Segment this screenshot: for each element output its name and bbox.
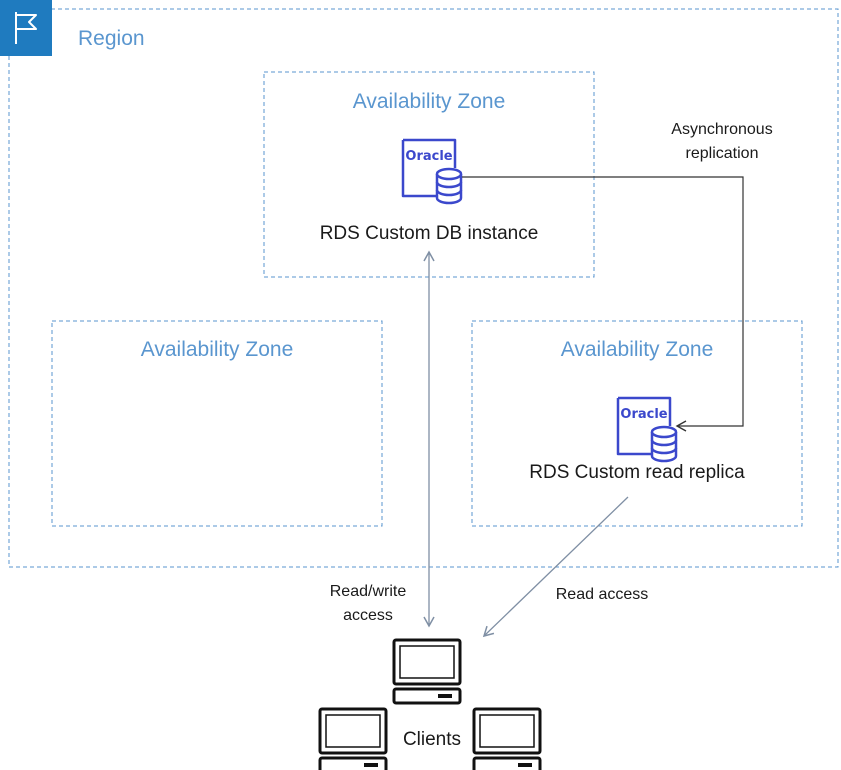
read-write-label-line1: Read/write <box>330 583 407 600</box>
oracle-database-icon: Oracle <box>401 138 463 205</box>
database-cylinder-icon <box>650 425 678 463</box>
region-label: Region <box>78 27 145 50</box>
replica-instance-label: RDS Custom read replica <box>529 462 745 483</box>
oracle-badge: Oracle <box>405 149 452 164</box>
computer-icon <box>392 638 462 705</box>
availability-zone-primary: Availability Zone <box>263 71 595 278</box>
computer-icon <box>318 707 388 770</box>
read-write-label-line2: access <box>343 607 393 624</box>
replication-arrow <box>462 176 744 432</box>
oracle-badge: Oracle <box>620 407 667 422</box>
zone-label: Availability Zone <box>141 338 294 361</box>
replication-label-line1: Asynchronous <box>671 121 772 138</box>
replication-label-line2: replication <box>686 145 759 162</box>
zone-label: Availability Zone <box>561 338 714 361</box>
oracle-database-icon: Oracle <box>616 396 678 463</box>
zone-border <box>471 320 803 527</box>
read-access-label: Read access <box>556 586 649 603</box>
database-cylinder-icon <box>435 167 463 205</box>
zone-label: Availability Zone <box>353 90 506 113</box>
availability-zone-replica: Availability Zone <box>471 320 803 527</box>
region-flag-icon <box>0 0 52 56</box>
computer-icon <box>472 707 542 770</box>
availability-zone-left: Availability Zone <box>51 320 383 527</box>
flag-icon <box>15 12 37 44</box>
read-access-arrow <box>482 496 629 638</box>
zone-border <box>51 320 383 527</box>
clients-label: Clients <box>403 729 461 750</box>
primary-instance-label: RDS Custom DB instance <box>320 223 539 244</box>
